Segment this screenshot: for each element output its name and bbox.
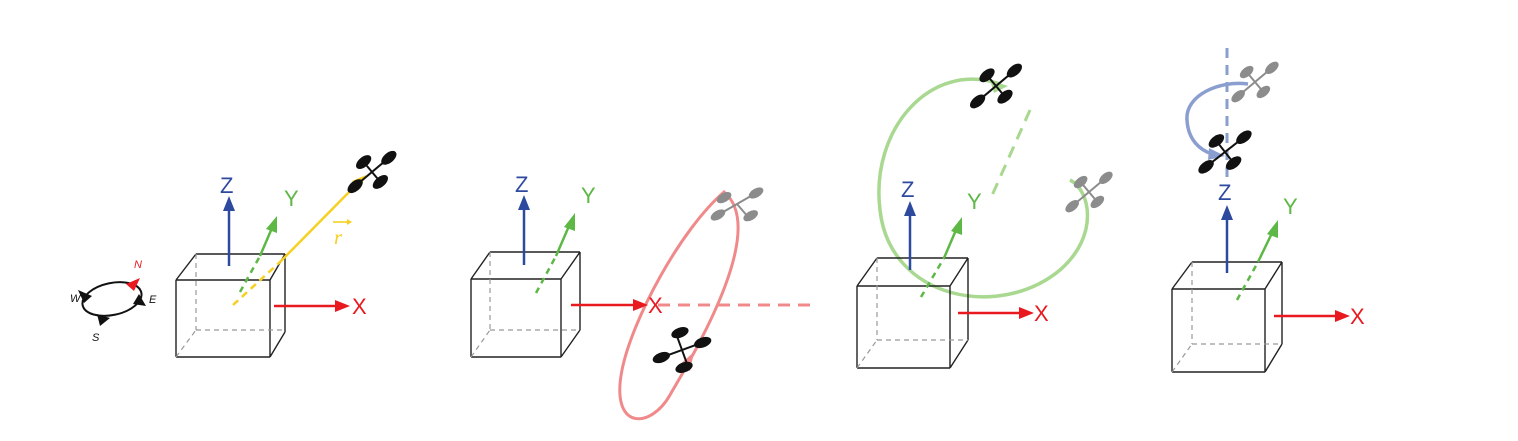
x-axis-label: X [1034,301,1049,326]
compass-south-label: S [92,332,100,344]
y-axis: Y [1235,194,1298,301]
y-axis-label: Y [967,189,982,214]
cube-icon [1171,261,1283,373]
z-axis-label: Z [1218,180,1231,205]
panel-4: Y Z X [1171,48,1365,373]
z-arrowhead-icon [223,196,235,211]
rotation-path [1185,81,1249,160]
x-arrowhead-icon [633,299,648,311]
y-axis-label: Y [284,186,299,211]
east-arrow-icon [133,294,146,306]
compass-east-label: E [149,294,157,306]
z-arrowhead-icon [904,201,916,216]
compass-icon: N E S W [70,259,157,344]
y-axis: Y [534,183,596,294]
y-arrowhead-icon [266,216,277,233]
z-axis-label: Z [901,177,914,202]
cube-icon [856,257,969,369]
x-axis: X [274,294,367,319]
y-arrowhead-icon [1267,220,1278,238]
y-arrowhead-icon [951,217,962,235]
y-axis-label: Y [1283,194,1298,219]
z-axis: Z [220,173,235,266]
north-arrow-icon [126,278,140,291]
drone-ghost-icon [710,187,764,222]
drone-icon [970,63,1022,109]
drone-ghost-icon [1065,171,1113,213]
cube-icon [175,253,286,358]
z-axis: Z [1218,180,1233,273]
drone-icon [652,327,712,373]
x-axis: X [571,293,663,318]
panel-2: Y Z X [470,172,812,421]
z-axis-label: Z [220,173,233,198]
r-vector: r [232,175,366,306]
y-axis-label: Y [581,183,596,208]
panel-1: N E S W r Y Z [70,150,397,358]
x-axis: X [1274,304,1365,329]
x-axis-label: X [1350,304,1365,329]
y-axis: Y [919,189,982,298]
west-arrow-icon [78,290,92,303]
y-axis: Y [238,186,299,293]
y-axis-extension [988,109,1032,201]
z-axis-label: Z [515,172,528,197]
drone-icon [1198,130,1252,174]
y-arrowhead-icon [564,213,575,231]
z-axis: Z [901,177,916,270]
z-axis: Z [515,172,530,265]
x-arrowhead-icon [335,300,350,312]
panel-3: Y Z X [856,63,1113,369]
compass-west-label: W [70,293,82,305]
x-arrowhead-icon [1019,307,1034,319]
compass-north-label: N [134,259,142,271]
cube-icon [470,251,581,358]
south-arrow-icon [97,314,110,326]
x-arrowhead-icon [1335,310,1350,322]
x-axis: X [958,301,1049,326]
x-axis-label: X [352,294,367,319]
r-vector-label: r [334,225,343,249]
drone-ghost-icon [1231,61,1279,103]
z-arrowhead-icon [1221,205,1233,220]
x-axis-label: X [648,293,663,318]
z-arrowhead-icon [518,195,530,210]
rotation-arrowhead-icon [1208,148,1225,160]
drone-icon [347,150,397,194]
